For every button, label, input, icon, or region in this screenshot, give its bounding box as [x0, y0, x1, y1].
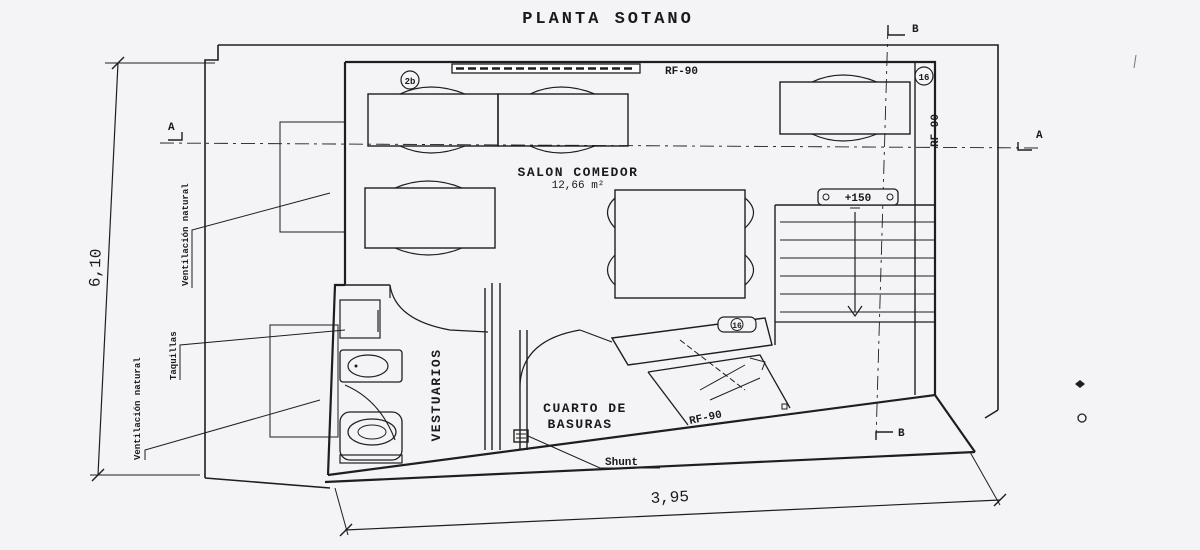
rf-right-label: RF-90 — [930, 114, 942, 147]
shunt-icon — [513, 429, 660, 469]
width-dimension: 3,95 — [334, 451, 1007, 537]
svg-text:6,10: 6,10 — [86, 248, 105, 287]
dining-table-1 — [367, 86, 499, 154]
svg-text:16: 16 — [919, 73, 930, 83]
toilet — [339, 411, 403, 464]
section-a-right-label: A — [1036, 130, 1043, 142]
rf-top-label: RF-90 — [665, 66, 698, 78]
room-salon-comedor: SALON COMEDOR — [518, 165, 639, 180]
ventilation-callout-1: Ventilación natural — [181, 121, 346, 288]
stair-landing — [610, 317, 791, 426]
building-walls — [324, 60, 976, 484]
svg-text:16: 16 — [732, 322, 742, 331]
corner-tag: 16 — [914, 66, 934, 86]
dining-table-2 — [497, 86, 629, 154]
room-vestuarios: VESTUARIOS — [429, 348, 444, 441]
section-a-left-label: A — [168, 122, 175, 134]
stair-tag: 16 — [717, 316, 757, 333]
section-b-bottom-label: B — [898, 428, 905, 440]
svg-text:+150: +150 — [845, 193, 871, 205]
stair-level-marker: +150 — [817, 188, 899, 206]
shunt-label: Shunt — [605, 457, 638, 469]
section-b-top-label: B — [912, 24, 919, 36]
dining-table-3 — [779, 74, 911, 142]
room-cuarto-line1: CUARTO DE — [543, 401, 627, 416]
ventilation-callout-2: Ventilación natural — [133, 357, 321, 460]
ventilation-grille — [451, 63, 641, 74]
svg-text:Ventilación natural: Ventilación natural — [181, 183, 191, 286]
svg-text:3,95: 3,95 — [650, 488, 689, 508]
svg-text:2b: 2b — [405, 77, 416, 87]
dining-table-4 — [364, 180, 496, 256]
dining-table-5 — [606, 189, 755, 299]
room-cuarto-line2: BASURAS — [547, 417, 612, 432]
height-dimension: 6,10 — [86, 56, 215, 482]
svg-text:Taquillas: Taquillas — [169, 331, 179, 380]
stair — [774, 204, 935, 345]
door-swings — [344, 284, 613, 441]
section-line-b: B B — [875, 24, 919, 441]
lockers — [339, 299, 381, 339]
grille-tag: 2b — [400, 70, 420, 90]
margin-marks — [1075, 54, 1137, 423]
washbasin — [339, 349, 403, 383]
room-salon-area: 12,66 m² — [552, 180, 605, 192]
lot-boundary — [204, 44, 999, 489]
taquillas-callout: Taquillas — [169, 324, 346, 438]
plan-title: PLANTA SOTANO — [522, 10, 694, 29]
svg-text:Ventilación natural: Ventilación natural — [133, 357, 143, 460]
